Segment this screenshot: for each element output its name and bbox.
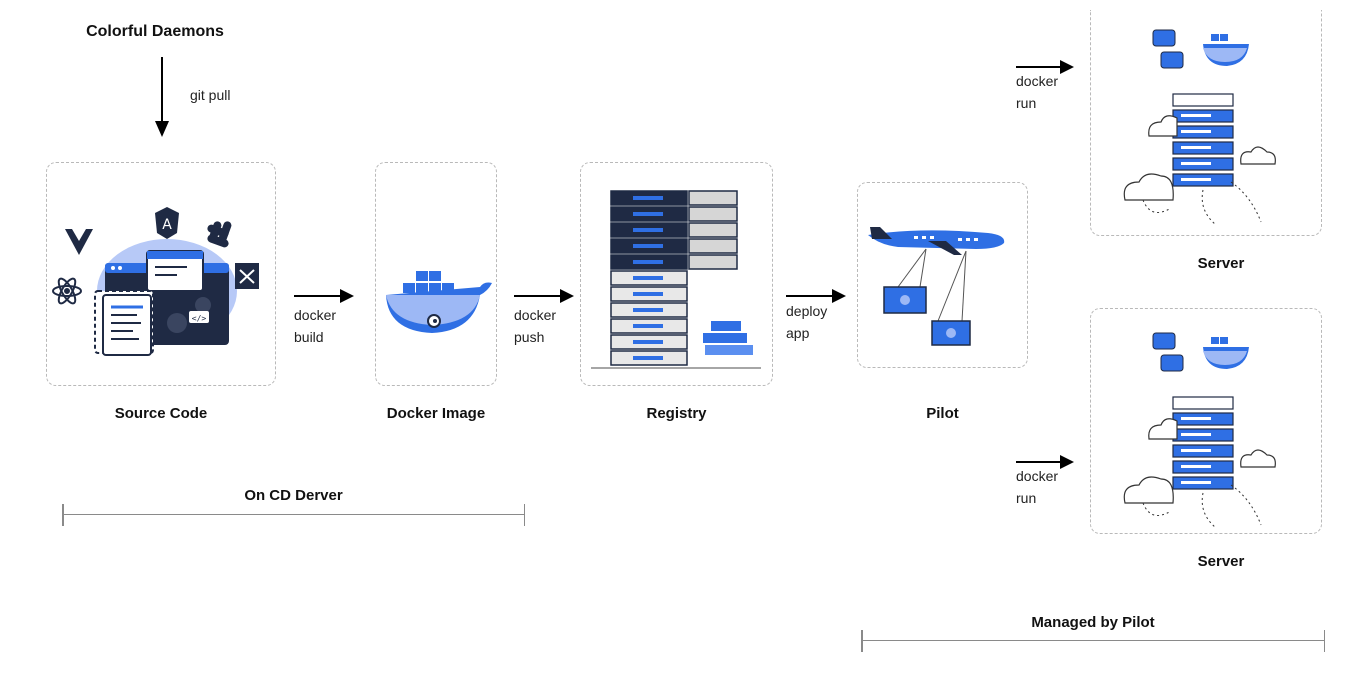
angular-icon: A xyxy=(155,207,179,239)
git-pull-label: git pull xyxy=(190,87,231,103)
registry-caption: Registry xyxy=(646,405,707,422)
airplane-icon xyxy=(868,227,1005,346)
docker-run-top-arrow xyxy=(1016,60,1076,74)
html-icon xyxy=(235,263,259,289)
source-label: Colorful Daemons xyxy=(86,23,224,40)
server-stack-icon xyxy=(1123,29,1276,225)
server-bottom-node xyxy=(1090,308,1322,534)
server-top-caption: Server xyxy=(1197,255,1245,272)
svg-text:A: A xyxy=(162,217,172,233)
managed-group-label: Managed by Pilot xyxy=(1031,614,1155,631)
react-icon xyxy=(52,277,82,305)
server-bottom-caption: Server xyxy=(1197,553,1245,570)
docker-build-arrow xyxy=(294,289,356,303)
managed-group-bracket xyxy=(861,630,1325,652)
server-rack-icon xyxy=(591,190,761,369)
docker-whale-icon xyxy=(1203,337,1249,369)
server-top-node xyxy=(1090,10,1322,236)
container-stack-icon xyxy=(703,321,753,355)
git-pull-arrow xyxy=(155,57,169,139)
source-code-caption: Source Code xyxy=(114,405,208,422)
docker-whale-icon xyxy=(1203,34,1249,66)
deploy-app-arrow xyxy=(786,289,848,303)
slack-icon xyxy=(207,221,232,248)
pilot-caption: Pilot xyxy=(926,405,959,422)
docker-whale-icon xyxy=(386,271,492,333)
docker-image-node xyxy=(375,162,497,386)
gear-icon xyxy=(167,297,211,333)
vue-icon xyxy=(65,229,93,255)
cloud-icon xyxy=(1123,115,1276,201)
cd-server-group-label: On CD Derver xyxy=(244,487,343,504)
cloud-icon xyxy=(1123,418,1276,504)
pilot-node xyxy=(857,182,1028,368)
svg-text:</>: </> xyxy=(192,314,207,323)
docker-image-caption: Docker Image xyxy=(386,405,486,422)
source-code-illustration: A xyxy=(52,207,259,356)
cd-server-group-bracket xyxy=(62,504,525,526)
registry-node xyxy=(580,162,773,386)
source-code-node: A xyxy=(46,162,276,386)
server-stack-icon xyxy=(1123,332,1276,528)
docker-run-bottom-arrow xyxy=(1016,455,1076,469)
docker-push-arrow xyxy=(514,289,576,303)
